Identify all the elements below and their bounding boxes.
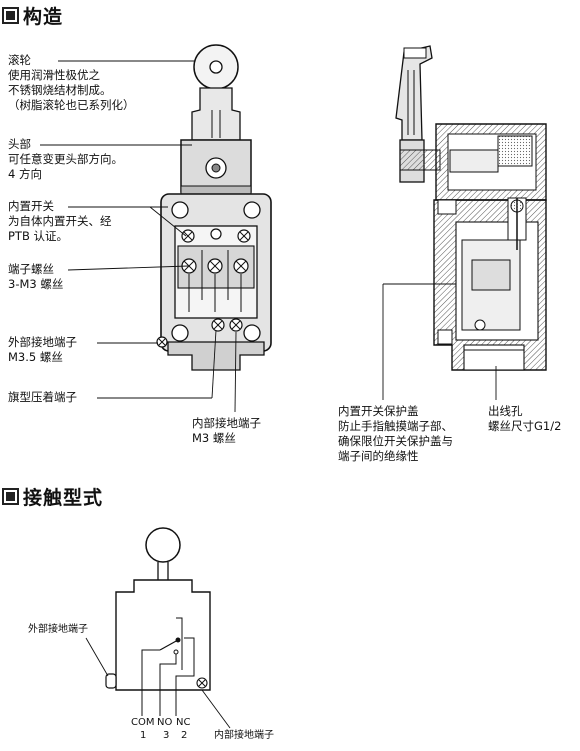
- lever-arm: [191, 87, 241, 141]
- structure-section-title: 构造: [2, 6, 63, 28]
- contact-diagram: [105, 527, 211, 716]
- switch-cover-label: 内置开关保护盖 防止手指触摸端子部、 确保限位开关保护盖与 端子间的绝缘性: [338, 404, 453, 463]
- terminal-screw-label: 端子螺丝 3-M3 螺丝: [8, 262, 64, 291]
- no-terminal-label: NO: [157, 717, 173, 728]
- leader-lines-front: [40, 60, 237, 413]
- builtin-switch-label: 内置开关 为自体内置开关、经 PTB 认证。: [8, 199, 112, 243]
- nc-terminal-number: 2: [181, 730, 188, 741]
- switch-section-view: [395, 45, 547, 371]
- contact-external-ground-label: 外部接地端子: [28, 624, 88, 635]
- leader-lines-section: [382, 283, 497, 400]
- external-ground-label: 外部接地端子 M3.5 螺丝: [8, 335, 77, 364]
- contact-section-title: 接触型式: [2, 487, 103, 509]
- head-label: 头部 可任意变更头部方向。 4 方向: [8, 137, 123, 181]
- flag-terminal-label: 旗型压着端子: [8, 390, 77, 404]
- contact-roller: [145, 527, 181, 563]
- roller-label: 滚轮 使用润滑性极优之 不锈钢烧结材制成。 （树脂滚轮也已系列化）: [8, 53, 135, 112]
- roller-axle: [209, 60, 223, 74]
- contact-body-outline: [115, 579, 211, 691]
- square-bullet-icon: [2, 7, 19, 24]
- switch-front-view: [156, 44, 272, 371]
- contact-internal-ground-label: 内部接地端子: [214, 730, 274, 741]
- com-terminal-number: 1: [140, 730, 147, 741]
- leader-lines-contact: [85, 637, 231, 729]
- nc-terminal-label: NC: [176, 717, 191, 728]
- square-bullet-icon: [2, 488, 19, 505]
- no-terminal-number: 3: [163, 730, 170, 741]
- internal-ground-label: 内部接地端子 M3 螺丝: [192, 416, 261, 445]
- com-terminal-label: COM: [131, 717, 155, 728]
- outlet-label: 出线孔 螺丝尺寸G1/2: [488, 404, 562, 433]
